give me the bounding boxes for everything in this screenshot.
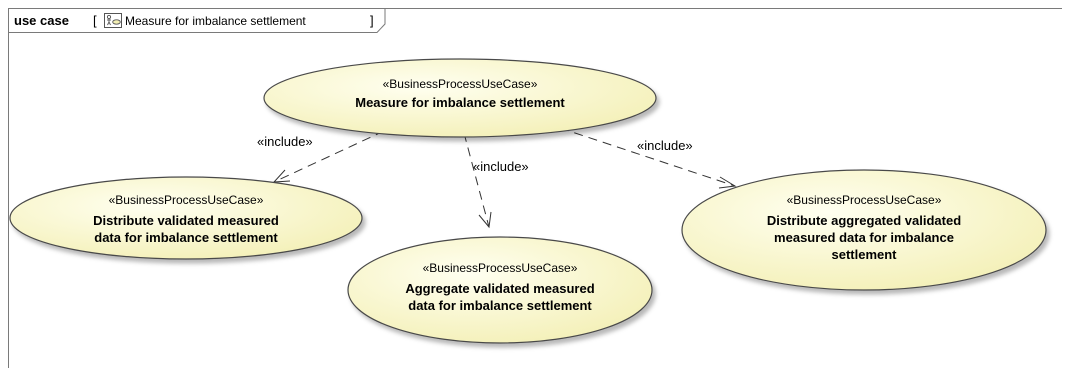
- use-case-name-line: data for imbalance settlement: [408, 298, 592, 313]
- include-label: «include»: [637, 138, 693, 153]
- use-case-name-line: data for imbalance settlement: [94, 230, 278, 245]
- use-case-name-line: settlement: [831, 247, 897, 262]
- frame-open-bracket: [: [93, 13, 97, 28]
- use-case-ellipse: [9, 176, 363, 260]
- include-dependency-distribute-aggregated[interactable]: «include»: [559, 127, 737, 189]
- use-case-measure-for-imbalance-settlement[interactable]: «BusinessProcessUseCase» Measure for imb…: [263, 58, 657, 138]
- use-case-diagram-icon: [104, 13, 122, 28]
- include-label: «include»: [257, 134, 313, 149]
- use-case-stereotype: «BusinessProcessUseCase»: [383, 77, 538, 91]
- use-case-aggregate-validated-measured-data[interactable]: «BusinessProcessUseCase» Aggregate valid…: [347, 236, 653, 344]
- frame-name: Measure for imbalance settlement: [125, 14, 306, 28]
- use-case-name-line: Measure for imbalance settlement: [355, 95, 565, 110]
- use-case-stereotype: «BusinessProcessUseCase»: [423, 261, 578, 275]
- use-case-ellipse: [263, 58, 657, 138]
- use-case-stereotype: «BusinessProcessUseCase»: [787, 193, 942, 207]
- include-label: «include»: [473, 159, 529, 174]
- frame-tab: [8, 8, 386, 33]
- use-case-name-line: Distribute aggregated validated: [767, 213, 961, 228]
- use-case-stereotype: «BusinessProcessUseCase»: [109, 193, 264, 207]
- use-case-ellipse: [681, 169, 1047, 291]
- use-case-name-line: measured data for imbalance: [774, 230, 954, 245]
- include-dependency-distribute[interactable]: «include»: [257, 130, 385, 183]
- diagram-frame: use case [ Measure for imbalance settlem…: [8, 8, 1062, 368]
- use-case-name-line: Aggregate validated measured: [405, 281, 594, 296]
- frame-kind: use case: [14, 13, 69, 28]
- use-case-name-line: Distribute validated measured: [93, 213, 279, 228]
- frame-close-bracket: ]: [370, 13, 374, 28]
- use-case-distribute-validated-measured-data[interactable]: «BusinessProcessUseCase» Distribute vali…: [9, 176, 363, 260]
- include-dependency-aggregate[interactable]: «include»: [463, 132, 529, 229]
- use-case-ellipse: [347, 236, 653, 344]
- use-case-distribute-aggregated-validated-data[interactable]: «BusinessProcessUseCase» Distribute aggr…: [681, 169, 1047, 291]
